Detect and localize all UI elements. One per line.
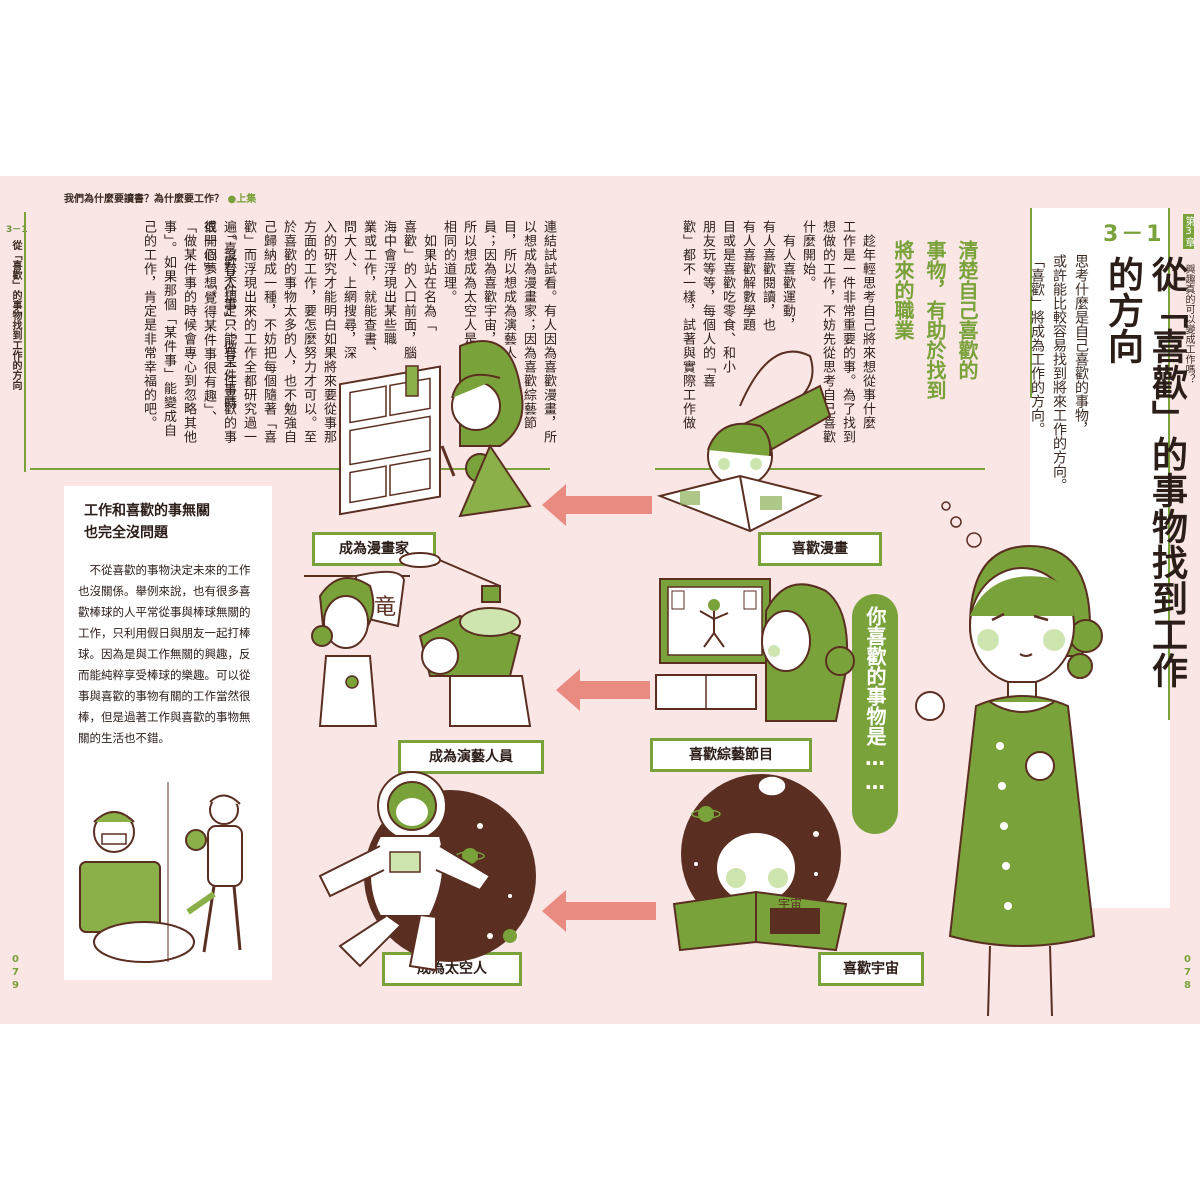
speech-bubble xyxy=(852,594,898,834)
body-column: 如果站在名為「 xyxy=(421,220,436,332)
subtitle-line-3: 「喜歡」將成為工作的方向。 xyxy=(1029,254,1045,436)
side-note-title-line-2: 也完全沒問題 xyxy=(84,525,168,541)
body-column: 趁年輕思考自己將來想從事什麼 xyxy=(860,220,875,430)
side-tab-chapter: 第3章 xyxy=(1183,214,1194,249)
body-column: 事」。如果那個「某件事」能變成自 xyxy=(161,220,176,438)
astronaut-illustration xyxy=(318,771,536,972)
label-job-manga-artist: 成為漫畫家 xyxy=(312,532,436,566)
arrow-variety xyxy=(556,669,650,711)
label-like-manga: 喜歡漫畫 xyxy=(758,532,882,566)
book-spread: 我們為什麼要讀書？為什麼要工作？ ●上集 3－1 從「喜歡」的事物找到工作的方向… xyxy=(0,176,1200,1024)
section-heading-line-2: 事物，有助於找到 xyxy=(923,240,947,400)
section-heading-line-3: 將來的職業 xyxy=(891,240,915,340)
label-like-variety: 喜歡綜藝節目 xyxy=(650,738,812,772)
left-edge-title: 從「喜歡」的事物找到工作的方向 xyxy=(10,240,21,390)
body-column: 相同的道理。 xyxy=(441,220,456,304)
body-column: 有人喜歡運動， xyxy=(780,220,795,332)
section-rule-left xyxy=(30,468,550,470)
girl-reading-manga-illustration xyxy=(656,350,832,533)
subtitle-line-1: 思考什麼是自己喜歡的事物， xyxy=(1073,254,1089,436)
body-column: 工作是一件非常重要的事。為了找到 xyxy=(840,220,855,444)
body-column: 目或是喜歡吃零食、和小 xyxy=(720,220,735,374)
body-column: 「喜歡某件事」、「做某件事時 xyxy=(221,220,236,411)
right-side-tab: 第3章 興趣真的可以變成工作嗎？ xyxy=(1173,214,1195,384)
title-rule-right xyxy=(1168,208,1170,720)
body-column: 以想成為漫畫家；因為喜歡綜藝節 xyxy=(521,220,536,430)
body-column: 方面的工作，要怎麼努力才可以。至 xyxy=(301,220,316,444)
section-heading-line-1: 清楚自己喜歡的 xyxy=(955,240,979,380)
left-edge-rule xyxy=(24,212,26,472)
page-title: 從「喜歡」的事物找到工作的方向 xyxy=(1102,256,1187,688)
body-column: 目，所以想成為演藝人 xyxy=(501,220,516,360)
sign-text: 竜 xyxy=(374,595,396,620)
body-column: 連結試試看。有人因為喜歡漫畫，所 xyxy=(541,220,556,444)
body-column: 於喜歡的事物太多的人，也不勉強自 xyxy=(281,220,296,444)
body-column: 想做的工作，不妨先從思考自己喜歡 xyxy=(820,220,835,444)
left-page-number: 079 xyxy=(10,954,21,993)
body-column: 很開心」、「覺得某件事很有趣」、 xyxy=(201,220,216,425)
side-note-title-line-1: 工作和喜歡的事無關 xyxy=(84,503,210,519)
body-column: 海中會浮現出某些職 xyxy=(381,220,396,346)
running-header-tag: ●上集 xyxy=(227,194,257,205)
body-column: 有人喜歡解數學題 xyxy=(740,220,755,332)
speech-text: 你喜歡的事物是…… xyxy=(863,606,887,794)
girl-thinking-illustration xyxy=(915,501,1103,1017)
entertainer-camera-illustration: 竜 xyxy=(304,552,532,727)
arrow-manga xyxy=(542,484,652,526)
left-edge-section-number: 3－1 xyxy=(6,225,28,235)
body-column: 入的研究才能明白如果將來要從事那 xyxy=(321,220,336,444)
body-column: 歡」都不一樣，試著與實際工作做 xyxy=(680,220,695,430)
body-column: 歡」而浮現出來的工作全都研究過一 xyxy=(241,220,256,444)
body-column: 員；因為喜歡宇宙， xyxy=(481,220,496,346)
body-column: 己歸納成一種，不妨把每個隨著「喜 xyxy=(261,220,276,444)
side-note: 工作和喜歡的事無關 也完全沒問題 不從喜歡的事物決定未來的工作也沒關係。舉例來說… xyxy=(64,486,272,980)
arrow-universe xyxy=(542,890,656,932)
body-column: 業或工作，就能查書、 xyxy=(361,220,376,360)
manga-artist-illustration xyxy=(339,340,532,518)
body-column: 遍。沒有人規定只能有一件喜歡的事 xyxy=(221,220,236,444)
side-tab-title: 興趣真的可以變成工作嗎？ xyxy=(1183,264,1194,384)
running-header: 我們為什麼要讀書？為什麼要工作？ ●上集 xyxy=(64,190,256,205)
body-column: 有人喜歡閱讀，也 xyxy=(760,220,775,332)
title-rule xyxy=(1030,208,1032,398)
body-column: 問大人、上網搜尋，深 xyxy=(341,220,356,360)
variety-show-tv-illustration xyxy=(655,578,855,722)
right-page-number: 078 xyxy=(1182,954,1193,993)
body-column: 喜歡」的入口前面，腦 xyxy=(401,220,416,360)
boy-reading-universe-illustration: 宇宙 xyxy=(672,774,848,952)
running-header-text: 我們為什麼要讀書？為什麼要工作？ xyxy=(64,194,224,205)
book-title-text: 宇宙 xyxy=(778,896,802,911)
body-column: 什麼開始。 xyxy=(800,220,815,290)
page-subtitle: 思考什麼是自己喜歡的事物， 或許能比較容易找到將來工作的方向。 「喜歡」將成為工… xyxy=(1029,254,1092,554)
body-column: 「做某件事的時候會專心到忽略其他 xyxy=(181,220,196,444)
label-like-universe: 喜歡宇宙 xyxy=(818,952,924,986)
section-rule-right xyxy=(655,468,985,470)
label-job-entertainer: 成為演藝人員 xyxy=(398,740,544,774)
body-column: 己的工作，肯定是非常幸福的吧。 xyxy=(141,220,156,430)
side-note-body: 不從喜歡的事物決定未來的工作也沒關係。舉例來說，也有很多喜歡棒球的人平常從事與棒… xyxy=(78,563,251,745)
side-note-title: 工作和喜歡的事無關 也完全沒問題 xyxy=(84,500,210,544)
body-column: 或一個夢想。 xyxy=(201,220,216,304)
subtitle-line-2: 或許能比較容易找到將來工作的方向。 xyxy=(1051,254,1067,492)
section-number: 3－1 xyxy=(1103,222,1165,247)
dentist-baseball-illustration xyxy=(79,782,243,963)
body-column: 朋友玩等等，每個人的「喜 xyxy=(700,220,715,388)
body-column: 所以想成為太空人是 xyxy=(461,220,476,346)
